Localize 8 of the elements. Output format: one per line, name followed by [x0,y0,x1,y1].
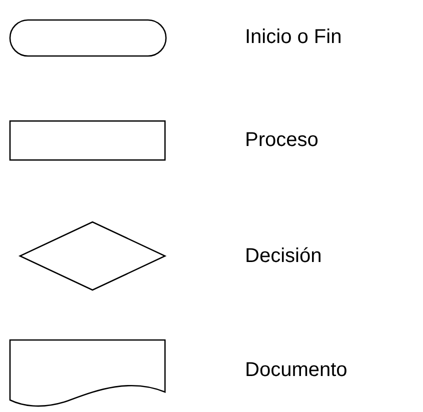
shape-label: Documento [245,358,348,382]
document-symbol [10,340,165,406]
shape-label: Inicio o Fin [245,25,342,49]
terminal-symbol [10,20,166,56]
shape-label: Proceso [245,128,318,152]
decision-symbol [20,222,165,290]
shape-label: Decisión [245,244,322,268]
process-symbol [10,121,165,160]
